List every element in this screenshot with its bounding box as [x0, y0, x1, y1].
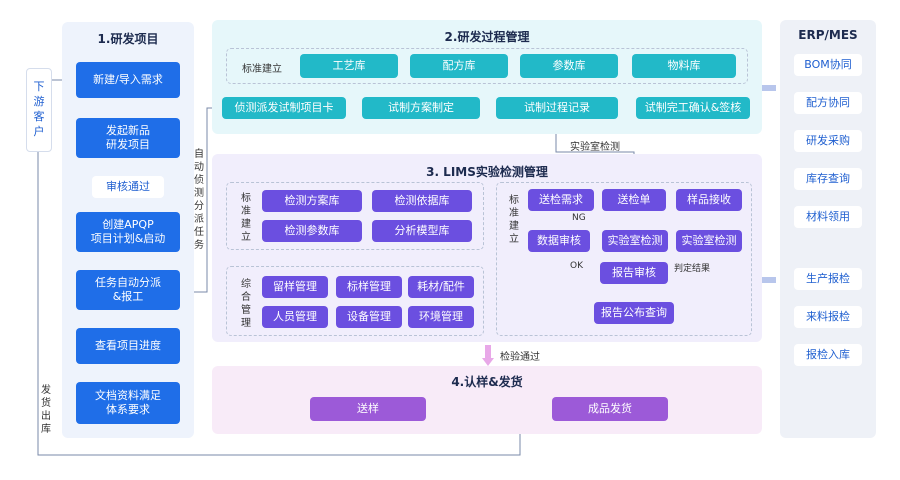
rd-process-title: 2.研发过程管理 [444, 30, 530, 44]
customer-box: 下游客户 [26, 68, 52, 152]
lims-plan-lib[interactable]: 检测方案库 [262, 190, 362, 212]
flow-receive[interactable]: 样品接收 [676, 189, 742, 211]
ng-label: NG [572, 213, 586, 223]
flow-plan[interactable]: 试制方案制定 [362, 97, 480, 119]
judge-label: 判定结果 [674, 264, 711, 274]
step-new-request[interactable]: 新建/导入需求 [76, 62, 180, 98]
erp-title: ERP/MES [798, 28, 858, 42]
rd-std-box [226, 48, 748, 84]
mgmt-equipment[interactable]: 设备管理 [336, 306, 402, 328]
flow-request[interactable]: 送检需求 [528, 189, 594, 211]
delivery-title: 4.认样&发货 [451, 375, 523, 389]
mgmt-retain[interactable]: 留样管理 [262, 276, 328, 298]
lib-parameter[interactable]: 参数库 [520, 54, 618, 78]
step-apqp[interactable]: 创建APQP 项目计划&启动 [76, 212, 180, 252]
mgmt-environment[interactable]: 环境管理 [408, 306, 474, 328]
flow-report-query[interactable]: 报告公布查询 [594, 302, 674, 324]
step-new-project[interactable]: 发起新品 研发项目 [76, 118, 180, 158]
erp-inventory[interactable]: 库存查询 [794, 168, 862, 190]
ok-label: OK [570, 261, 583, 271]
lims-basis-lib[interactable]: 检测依据库 [372, 190, 472, 212]
lims-flow-std-label: 标准建立 [509, 195, 519, 245]
lims-std-box [226, 182, 484, 250]
flow-dispatch-card[interactable]: 侦测派发试制项目卡 [222, 97, 346, 119]
step-progress[interactable]: 查看项目进度 [76, 328, 180, 364]
ship-label: 发货出库 [41, 385, 51, 435]
lims-mgmt-label: 综合管理 [241, 279, 251, 329]
ship-loop-line [37, 152, 521, 456]
delivery-panel [212, 366, 762, 434]
erp-bom[interactable]: BOM协同 [794, 54, 862, 76]
lib-process[interactable]: 工艺库 [300, 54, 398, 78]
flow-order[interactable]: 送检单 [602, 189, 666, 211]
erp-purchase[interactable]: 研发采购 [794, 130, 862, 152]
delivery-sample[interactable]: 送样 [310, 397, 426, 421]
lims-title: 3. LIMS实验检测管理 [426, 165, 548, 179]
project-title: 1.研发项目 [97, 32, 159, 46]
erp-formula[interactable]: 配方协同 [794, 92, 862, 114]
erp-production-inspect[interactable]: 生产报检 [794, 268, 862, 290]
auto-dispatch-label: 自动侦测分派任务 [194, 149, 204, 251]
lims-param-lib[interactable]: 检测参数库 [262, 220, 362, 242]
flow-lab-test-2[interactable]: 实验室检测 [676, 230, 742, 252]
lib-formula[interactable]: 配方库 [410, 54, 508, 78]
erp-material[interactable]: 材料领用 [794, 206, 862, 228]
customer-label: 下游客户 [33, 80, 45, 138]
step-documents[interactable]: 文档资料满足 体系要求 [76, 382, 180, 424]
erp-panel [780, 20, 876, 438]
lab-test-label: 实验室检测 [570, 142, 620, 153]
lims-flow-box [496, 182, 752, 336]
mgmt-personnel[interactable]: 人员管理 [262, 306, 328, 328]
step-dispatch[interactable]: 任务自动分派 &报工 [76, 270, 180, 310]
mgmt-standard[interactable]: 标样管理 [336, 276, 402, 298]
flow-lab-test-1[interactable]: 实验室检测 [602, 230, 668, 252]
step-approved[interactable]: 审核通过 [92, 176, 164, 198]
lib-material[interactable]: 物料库 [632, 54, 736, 78]
lims-model-lib[interactable]: 分析模型库 [372, 220, 472, 242]
flow-record[interactable]: 试制过程记录 [496, 97, 618, 119]
pass-label: 检验通过 [500, 352, 540, 363]
mgmt-consumables[interactable]: 耗材/配件 [408, 276, 474, 298]
lims-mgmt-box [226, 266, 484, 336]
erp-incoming-inspect[interactable]: 来料报检 [794, 306, 862, 328]
flow-data-audit[interactable]: 数据审核 [528, 230, 590, 252]
erp-warehouse[interactable]: 报检入库 [794, 344, 862, 366]
lims-std-label: 标准建立 [241, 193, 251, 243]
rd-std-label: 标准建立 [242, 64, 282, 75]
flow-complete[interactable]: 试制完工确认&签核 [636, 97, 750, 119]
flow-report-audit[interactable]: 报告审核 [600, 262, 668, 284]
delivery-ship[interactable]: 成品发货 [552, 397, 668, 421]
